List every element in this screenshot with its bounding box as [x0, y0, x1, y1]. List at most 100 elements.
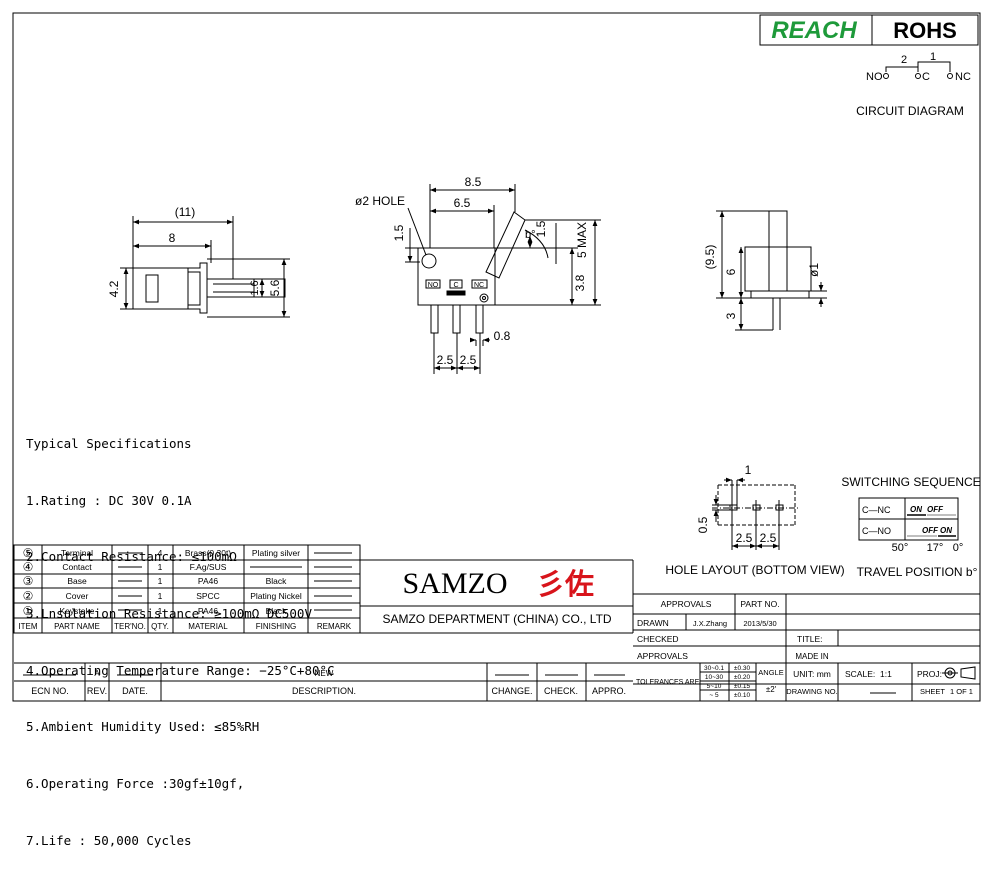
switching-title: SWITCHING SEQUENCE [841, 475, 980, 489]
side-view [716, 210, 827, 331]
svg-text:SCALE:: SCALE: [845, 669, 875, 679]
svg-text:±0.20: ±0.20 [734, 674, 751, 681]
bom-header: REMARK [317, 622, 352, 631]
svg-text:ECN NO.: ECN NO. [31, 686, 69, 696]
svg-text:0.8: 0.8 [494, 329, 511, 343]
svg-text:2.5: 2.5 [437, 353, 454, 367]
company-name: SAMZO DEPARTMENT (CHINA) CO., LTD [382, 612, 611, 626]
spec-item: 7.Life : 50,000 Cycles [26, 832, 192, 848]
svg-text:5.6: 5.6 [268, 279, 282, 296]
svg-text:17°: 17° [927, 542, 944, 554]
specs-title: Typical Specifications [26, 435, 192, 451]
svg-text:APPROVALS: APPROVALS [637, 651, 688, 661]
svg-text:TOLERANCES ARE: TOLERANCES ARE [636, 679, 700, 686]
company-logo: SAMZO [402, 567, 507, 600]
title-block [633, 593, 980, 701]
bom-header: QTY. [151, 622, 169, 631]
svg-text:APPROVALS: APPROVALS [661, 599, 712, 609]
svg-text:0°: 0° [953, 542, 964, 554]
svg-text:DESCRIPTION.: DESCRIPTION. [292, 686, 356, 696]
svg-text:2.5: 2.5 [460, 353, 477, 367]
bom-cell-finishing: Plating Nickel [250, 591, 302, 601]
svg-text:1.5: 1.5 [392, 224, 406, 241]
bom-cell-finishing: Plating silver [252, 548, 300, 558]
svg-text:~ 5: ~ 5 [709, 692, 719, 699]
svg-text:UNIT: mm: UNIT: mm [793, 669, 831, 679]
svg-text:3: 3 [724, 312, 738, 319]
svg-text:PART NO.: PART NO. [740, 599, 779, 609]
svg-text:ON: ON [910, 505, 922, 514]
svg-text:1:1: 1:1 [880, 669, 892, 679]
svg-text:1.6: 1.6 [249, 280, 261, 295]
svg-text:±0.30: ±0.30 [734, 665, 751, 672]
pin-label-no: NO [428, 282, 439, 289]
title-block-text: APPROVALS PART NO. DRAWN J.X.Zhang 2013/… [636, 599, 973, 699]
svg-text:NO: NO [866, 71, 883, 83]
bom-cell-name: Terminal [61, 548, 93, 558]
svg-text:A: A [94, 669, 100, 678]
bom-cell-material: Brass(0.30t) [185, 548, 231, 558]
pin-label-c: C [453, 282, 458, 289]
svg-text:5 MAX: 5 MAX [575, 222, 589, 258]
switching-sequence: SWITCHING SEQUENCE C—NC C—NO ON OFF OFF … [841, 475, 980, 579]
sheet-border [12, 12, 981, 702]
svg-text:C—NO: C—NO [862, 526, 891, 536]
bom-cell-item: ③ [23, 574, 34, 588]
svg-text:(9.5): (9.5) [703, 245, 717, 270]
bom-cell-material: PA46 [198, 576, 218, 586]
svg-text:PROJ:: PROJ: [917, 669, 942, 679]
bom-cell-material: PA46 [198, 606, 218, 616]
typical-specifications: Typical Specifications 1.Rating : DC 30V… [26, 397, 335, 870]
svg-text:±2': ±2' [766, 685, 777, 694]
svg-text:30~0.1: 30~0.1 [704, 665, 724, 672]
side-view-dims: (9.5) 6 3 ø1 [703, 245, 821, 320]
svg-text:CHECK.: CHECK. [544, 686, 578, 696]
svg-text:0.5: 0.5 [696, 516, 710, 533]
spec-item: 1.Rating : DC 30V 0.1A [26, 492, 192, 508]
svg-text:5~10: 5~10 [707, 683, 722, 690]
svg-text:8.5: 8.5 [465, 175, 482, 189]
svg-text:DRAWING NO.: DRAWING NO. [786, 687, 837, 696]
svg-text:(11): (11) [175, 205, 195, 219]
bom-cell-name: Keystoke [60, 606, 95, 616]
bom-cell-name: Base [67, 576, 87, 586]
bom-cell-qty: 1 [158, 576, 163, 586]
bom-header: ITEM [18, 622, 37, 631]
svg-text:OFF: OFF [922, 526, 939, 535]
hole-layout [712, 477, 800, 550]
bom-cell-item: ⑤ [23, 546, 34, 560]
bom-cell-item: ④ [23, 560, 34, 574]
bom-cell-qty: 1 [158, 591, 163, 601]
circuit-diagram: 2 1 NO C NC CIRCUIT DIAGRAM [856, 51, 971, 118]
svg-text:2.5: 2.5 [760, 531, 777, 545]
svg-text:1: 1 [745, 463, 752, 477]
svg-text:b°: b° [525, 229, 536, 241]
spec-item: 5.Ambient Humidity Used: ≤85%RH [26, 719, 260, 735]
revision-text: A NEW ECN NO. REV. DATE. DESCRIPTION. CH… [31, 669, 626, 696]
svg-text:ø2 HOLE: ø2 HOLE [355, 194, 405, 208]
svg-text:±0.10: ±0.10 [734, 692, 751, 699]
hole-layout-dims: 1 0.5 2.5 2.5 HOLE LAYOUT (BOTTOM VIEW) [665, 463, 844, 577]
svg-text:6.5: 6.5 [454, 196, 471, 210]
bom-header: FINISHING [256, 622, 296, 631]
svg-text:NC: NC [955, 71, 971, 83]
bom-cell-name: Cover [66, 591, 89, 601]
bom-cell-material: F.Ag/SUS [190, 562, 227, 572]
svg-text:1: 1 [930, 51, 936, 63]
spec-item: 4.Operating Temperature Range: −25°C+80°… [26, 662, 335, 678]
svg-text:DRAWN: DRAWN [637, 618, 669, 628]
svg-text:C: C [922, 71, 930, 83]
reach-badge: REACH [771, 17, 857, 44]
bom-cell-name: Contact [62, 562, 92, 572]
svg-text:ø1: ø1 [807, 263, 821, 277]
svg-text:ANGLE: ANGLE [758, 668, 783, 677]
bom-cell-finishing: Black [266, 576, 288, 586]
svg-text:APPRO.: APPRO. [592, 686, 626, 696]
svg-text:50°: 50° [892, 542, 909, 554]
svg-text:REV.: REV. [87, 686, 107, 696]
svg-text:C—NC: C—NC [862, 505, 891, 515]
svg-text:1.5: 1.5 [534, 220, 548, 237]
spec-item: 2.Contact Resistance: ≤100mΩ [26, 549, 237, 565]
bom-cell-finishing: Black [266, 606, 288, 616]
